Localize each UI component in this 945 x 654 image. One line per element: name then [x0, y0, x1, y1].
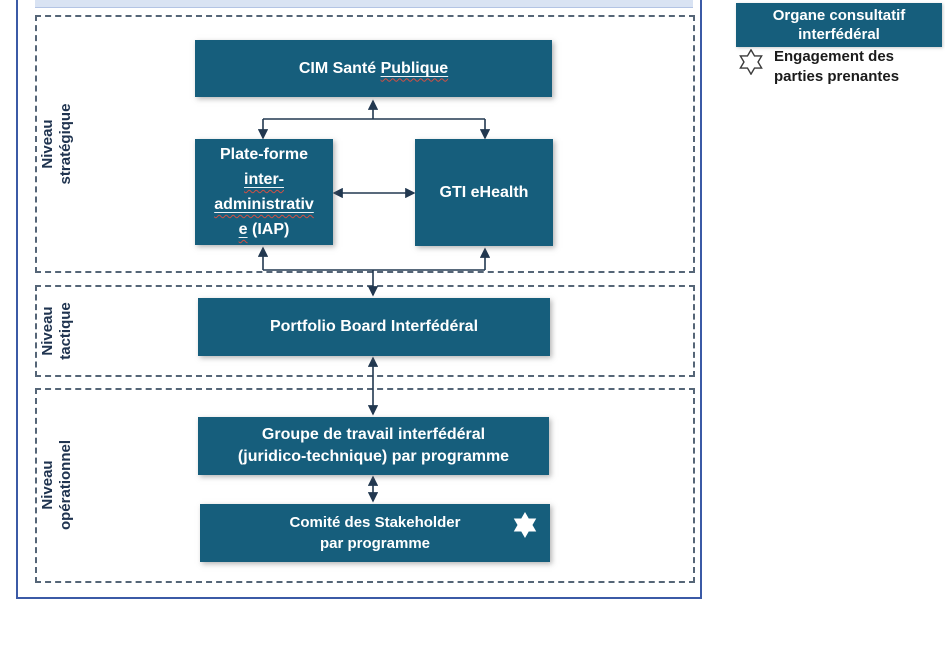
legend-label-line: Engagement des — [774, 48, 895, 65]
shape-label-line: Plate-forme — [219, 146, 309, 163]
shape-label-line: Comité des Stakeholder — [289, 514, 461, 531]
shape-label-line: inter- — [244, 171, 284, 188]
section-niveau-strategique — [35, 15, 695, 273]
content-placeholder-frame — [16, 0, 702, 599]
shape-plateforme-iap[interactable]: Plate-forme inter- administrativ e (IAP) — [195, 139, 333, 245]
label-line: Niveau — [39, 460, 56, 510]
legend-engagement-parties-prenantes: Engagement des parties prenantes — [774, 47, 899, 87]
shape-label-line: par programme — [319, 535, 431, 552]
shape-label: Portfolio Board Interfédéral — [269, 318, 479, 335]
shape-label: GTI eHealth — [439, 183, 529, 201]
shape-label-line: Groupe de travail interfédéral — [261, 426, 486, 443]
label-line: Niveau — [39, 306, 56, 356]
label-line: Niveau — [39, 119, 56, 169]
legend-organe-consultatif[interactable]: Organe consultatif interfédéral — [736, 3, 942, 47]
shape-comite-stakeholder[interactable]: Comité des Stakeholder par programme — [200, 504, 550, 562]
label-niveau-tactique: Niveau tactique — [39, 246, 75, 416]
six-pointed-star-outline-icon — [739, 49, 763, 75]
shape-cim-sante-publique[interactable]: CIM Santé Publique — [195, 40, 552, 97]
shape-portfolio-board[interactable]: Portfolio Board Interfédéral — [198, 298, 550, 356]
label-line: tactique — [57, 302, 74, 360]
shape-label-line: e (IAP) — [238, 221, 290, 238]
shape-label-line: (juridico-technique) par programme — [237, 448, 510, 465]
section-niveau-tactique — [35, 285, 695, 377]
shape-groupe-de-travail[interactable]: Groupe de travail interfédéral (juridico… — [198, 417, 549, 475]
title-placeholder-edge — [35, 0, 693, 8]
label-niveau-strategique: Niveau stratégique — [39, 59, 75, 229]
legend-label-line: Organe consultatif — [772, 7, 906, 24]
legend-label-line: interfédéral — [798, 26, 880, 43]
label-line: opérationnel — [57, 440, 74, 531]
label-niveau-operationnel: Niveau opérationnel — [39, 400, 75, 570]
shape-gti-ehealth[interactable]: GTI eHealth — [415, 139, 553, 246]
shape-label-line: administrativ — [214, 196, 314, 213]
shape-label: CIM Santé Publique — [298, 59, 449, 77]
label-line: stratégique — [57, 103, 74, 185]
legend-label-line: parties prenantes — [774, 68, 900, 85]
section-niveau-operationnel — [35, 388, 695, 583]
six-pointed-star-icon — [513, 512, 537, 538]
